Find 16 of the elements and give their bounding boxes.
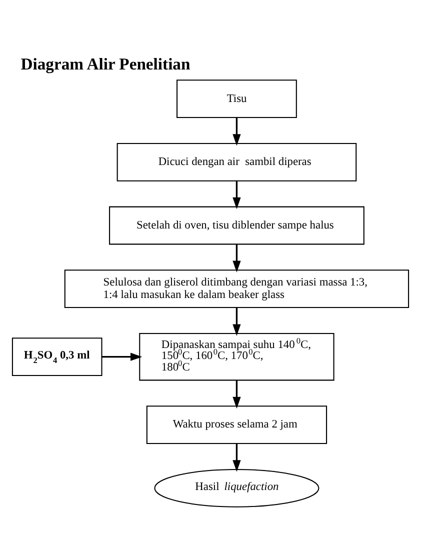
arrow (232, 443, 241, 472)
node-box: Tisu (176, 79, 297, 118)
node-ellipse: Hasil liquefaction (154, 468, 320, 507)
arrow (232, 180, 241, 209)
node-box: Dipanaskan sampai suhu 140$^{0}$C, 150$^{0}$C, 160$^{0}$C, 170$^{0}$C, 180$^{0}$C (139, 332, 334, 380)
arrow (232, 117, 241, 146)
diagram-title: Diagram Alir Penelitian (20, 54, 190, 74)
node-box: Setelah di oven, tisu diblender sampe halus (109, 206, 364, 244)
node-box: H$_{2}$SO$_{4}$ 0,3 ml (12, 337, 102, 376)
arrow (102, 352, 142, 360)
node-box: Dicuci dengan air sambil diperas (116, 142, 357, 181)
node-box: Selulosa dan gliserol ditimbang dengan variasi massa 1:3, 1:4 lalu masukan ke dalam beaker glass (64, 269, 410, 308)
arrow (232, 244, 241, 272)
arrow (232, 380, 241, 408)
arrow (232, 307, 241, 336)
node-box: Waktu proses selama 2 jam (146, 405, 328, 444)
